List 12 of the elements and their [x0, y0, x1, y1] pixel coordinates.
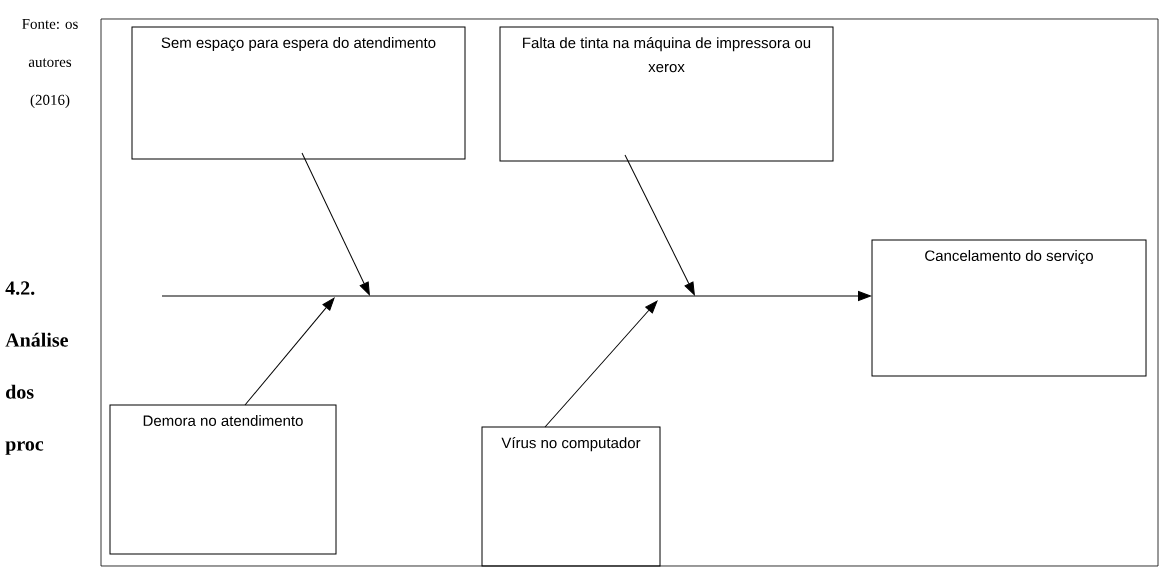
- cause-box: Falta de tinta na máquina de impressora ou xerox: [499, 26, 834, 162]
- spine-arrow: [161, 291, 871, 301]
- source-note: Fonte: os autores (2016): [22, 19, 78, 108]
- cause-box: Vírus no computador: [481, 426, 661, 567]
- cause-arrow: [624, 154, 695, 296]
- cause-box: Demora no atendimento: [109, 404, 337, 555]
- section-heading: 4.2. Análise dos proc: [5, 281, 68, 455]
- cause-arrow: [244, 297, 335, 406]
- cause-box: Sem espaço para espera do atendimento: [131, 26, 466, 160]
- cause-arrow: [544, 300, 658, 428]
- cause-box: Cancelamento do serviço: [871, 239, 1147, 377]
- cause-arrow: [301, 152, 370, 296]
